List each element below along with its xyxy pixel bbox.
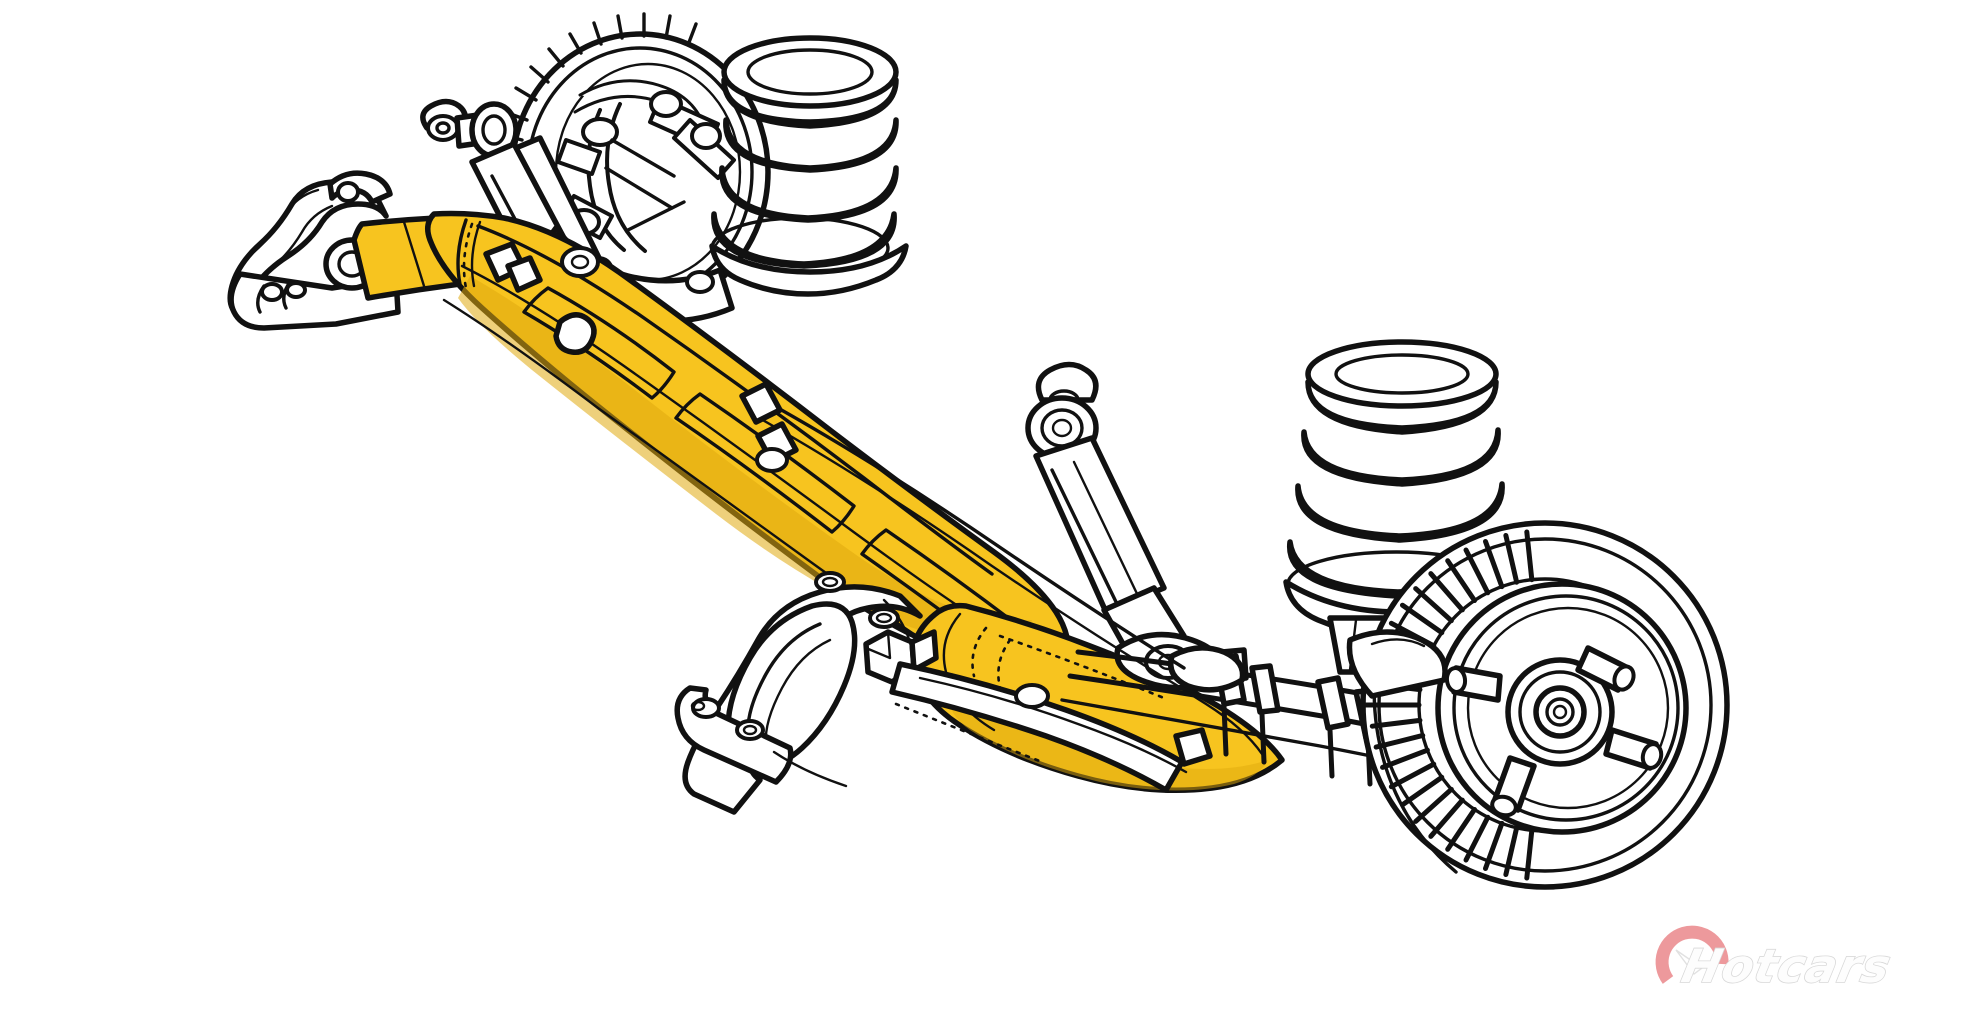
- bushing-bracket-right: [674, 571, 939, 815]
- lateral-link-right: [889, 661, 1213, 793]
- twist-beam-axle-highlighted: [351, 210, 1285, 793]
- pivot-bolt-right: [863, 629, 939, 685]
- beam-weld-marks: [894, 634, 1166, 764]
- wheel-studs: [1444, 645, 1664, 818]
- hub-cap: [1533, 685, 1587, 739]
- abs-sensor-harness: [483, 241, 1186, 688]
- beam-crease-mid: [460, 264, 966, 612]
- spring-seat-left: [709, 243, 909, 297]
- brake-drum-right: [1360, 520, 1730, 890]
- stub-axle-right: [1346, 629, 1448, 699]
- coil-spring-left: [710, 35, 899, 280]
